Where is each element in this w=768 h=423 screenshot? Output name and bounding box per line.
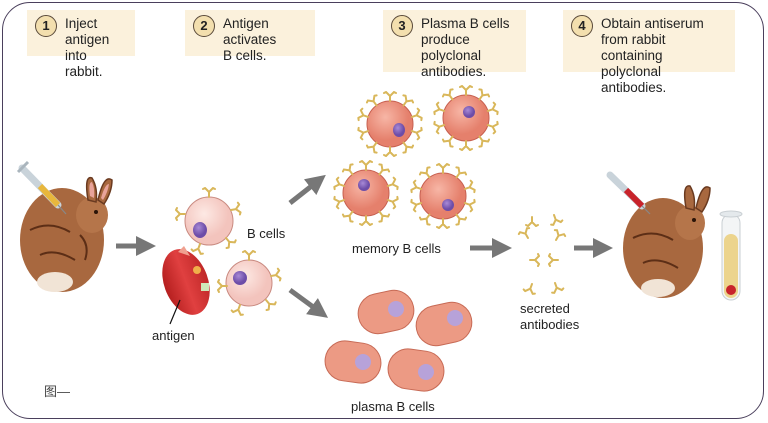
step-1-text-line2: into rabbit. bbox=[65, 48, 103, 79]
secreted-label-line1: secreted bbox=[520, 301, 570, 316]
step-1-box: 1 Inject antigen into rabbit. bbox=[27, 10, 135, 79]
memory-b-cells-label: memory B cells bbox=[352, 241, 441, 256]
secreted-antibodies bbox=[517, 211, 567, 296]
secreted-antibodies-label: secreted antibodies bbox=[520, 301, 579, 333]
memory-b-cells bbox=[332, 85, 500, 229]
antibody-receptor bbox=[383, 146, 397, 157]
step-2-badge: 2 bbox=[193, 15, 215, 37]
antibody-receptor bbox=[359, 215, 373, 226]
rabbit-icon bbox=[20, 176, 113, 292]
antigen-icon bbox=[162, 246, 210, 325]
antibody-receptor bbox=[459, 140, 473, 151]
secreted-label-line2: antibodies bbox=[520, 317, 580, 332]
antibody-receptor bbox=[383, 91, 397, 102]
antibody-receptor bbox=[359, 160, 373, 171]
memory-b-cell bbox=[419, 172, 467, 220]
antibody-receptor bbox=[436, 218, 450, 229]
step-4-text-line3: polyclonal antibodies. bbox=[601, 64, 667, 95]
step-3-text-line2: produce polyclonal bbox=[421, 32, 482, 63]
step-4-text-line1: Obtain antiserum bbox=[601, 16, 704, 31]
step-1-badge: 1 bbox=[35, 15, 57, 37]
step-3-text-line3: antibodies. bbox=[421, 64, 487, 79]
b-cell bbox=[175, 187, 242, 256]
step-2-text-line2: B cells. bbox=[223, 48, 267, 63]
plasma-b-cell bbox=[415, 301, 473, 347]
antibody-receptor bbox=[459, 85, 473, 96]
test-tube-icon bbox=[719, 210, 743, 301]
step-4-badge: 4 bbox=[571, 15, 593, 37]
antibody-receptor bbox=[436, 163, 450, 174]
step-3-badge: 3 bbox=[391, 15, 413, 37]
step-4-box: 4 Obtain antiserum from rabbit containin… bbox=[563, 10, 735, 95]
plasma-b-cell bbox=[324, 340, 382, 384]
antigen-label: antigen bbox=[152, 328, 195, 343]
step-1-text-line1: Inject antigen bbox=[65, 16, 110, 47]
b-cell bbox=[217, 250, 282, 317]
memory-b-cell bbox=[366, 100, 414, 148]
step-2-text-line1: Antigen activates bbox=[223, 16, 277, 47]
memory-b-cell bbox=[342, 169, 390, 217]
memory-b-cell bbox=[442, 94, 490, 142]
step-3-text-line1: Plasma B cells bbox=[421, 16, 510, 31]
step-3-box: 3 Plasma B cells produce polyclonal anti… bbox=[383, 10, 526, 79]
arrow-2-up bbox=[288, 174, 326, 205]
syringe-icon bbox=[16, 160, 67, 215]
arrow-2-down bbox=[288, 287, 329, 318]
figure-caption-icon: 图— bbox=[44, 384, 71, 399]
plasma-b-cell bbox=[387, 348, 445, 392]
b-cells-label: B cells bbox=[247, 226, 286, 241]
plasma-b-cells bbox=[324, 289, 473, 392]
step-4-text-line2: from rabbit containing bbox=[601, 32, 666, 63]
rabbit-icon bbox=[623, 185, 711, 298]
syringe-icon bbox=[606, 171, 651, 215]
step-2-box: 2 Antigen activates B cells. bbox=[185, 10, 315, 63]
plasma-b-cells-label: plasma B cells bbox=[351, 399, 435, 414]
plasma-b-cell bbox=[357, 289, 415, 335]
